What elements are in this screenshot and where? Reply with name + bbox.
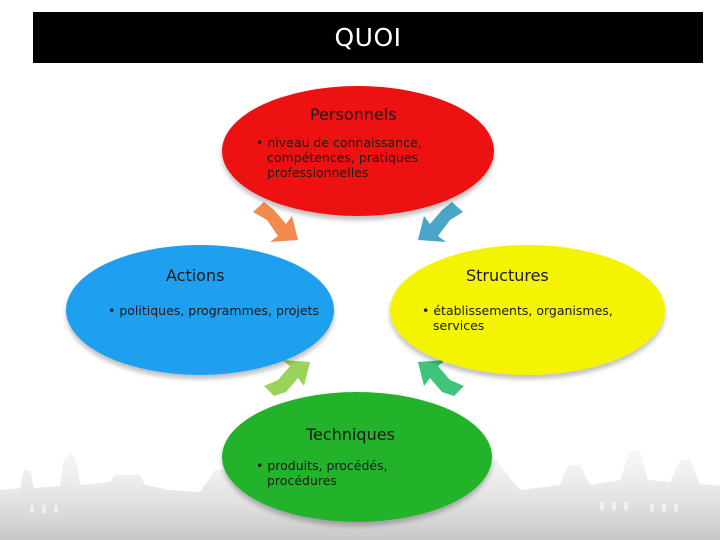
arrow-structures-techniques: [418, 360, 464, 396]
node-personnels-bullet: • niveau de connaissance, compétences, p…: [256, 135, 422, 180]
node-actions: Actions • politiques, programmes, projet…: [66, 245, 334, 375]
arrow-personnels-actions: [253, 202, 298, 242]
node-structures: Structures • établissements, organismes,…: [390, 245, 665, 375]
node-actions-bullet: • politiques, programmes, projets: [108, 303, 319, 318]
page-title: QUOI: [33, 12, 703, 63]
node-techniques: Techniques • produits, procédés, procédu…: [222, 392, 492, 522]
node-structures-bullet: • établissements, organismes, services: [422, 303, 613, 333]
arrow-shape: [253, 202, 298, 242]
node-structures-heading: Structures: [466, 266, 549, 285]
arrow-shape: [264, 360, 310, 396]
node-personnels: Personnels • niveau de connaissance, com…: [222, 86, 494, 216]
node-personnels-shape: [222, 86, 494, 216]
arrow-personnels-structures: [418, 202, 463, 242]
node-actions-shape: [66, 245, 334, 375]
node-personnels-heading: Personnels: [310, 105, 397, 124]
arrow-shape: [418, 202, 463, 242]
background-skyline: [0, 450, 720, 540]
node-techniques-bullet: • produits, procédés, procédures: [256, 458, 388, 488]
node-techniques-heading: Techniques: [306, 425, 395, 444]
node-structures-shape: [390, 245, 665, 375]
node-techniques-shape: [222, 392, 492, 522]
node-actions-heading: Actions: [166, 266, 225, 285]
arrow-shape: [418, 360, 464, 396]
arrow-actions-techniques: [264, 360, 310, 396]
